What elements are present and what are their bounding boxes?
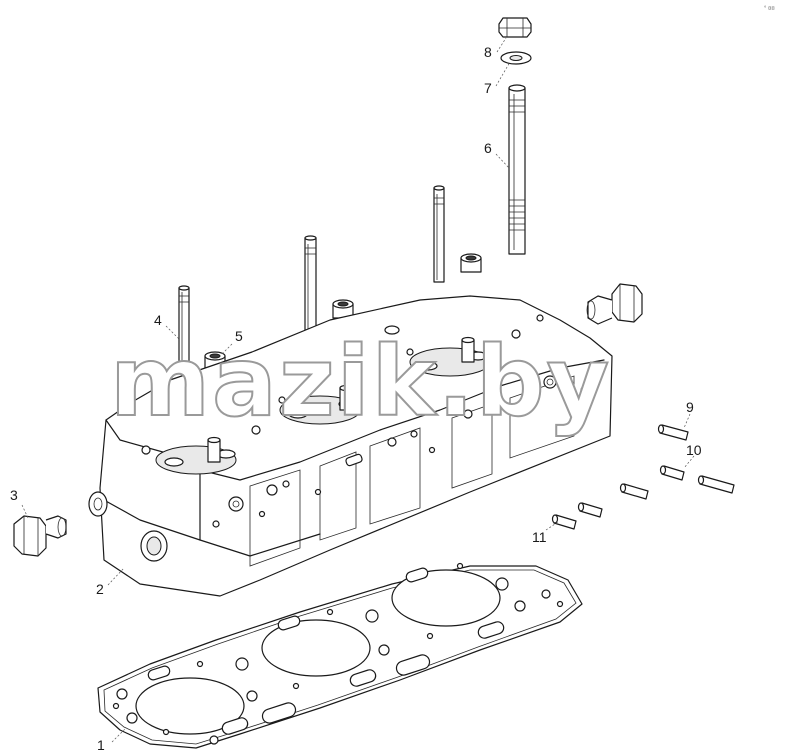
callout-4: 4 (154, 312, 162, 328)
part-4-stud[interactable] (433, 185, 445, 283)
part-8-nut[interactable] (498, 17, 532, 38)
part-11-dowel[interactable] (551, 514, 577, 530)
leader-line (495, 153, 510, 169)
callout-10: 10 (686, 442, 702, 458)
part-5-seal[interactable] (332, 299, 354, 319)
part-6-long-stud[interactable] (508, 84, 526, 255)
leader-line (165, 325, 181, 341)
part-7-washer[interactable] (500, 51, 532, 65)
callout-5: 5 (235, 328, 243, 344)
leader-line (545, 521, 559, 531)
callout-2: 2 (96, 581, 104, 597)
part-3-plug[interactable] (586, 283, 643, 325)
watermark: mazik.by (110, 326, 611, 438)
callout-9: 9 (686, 399, 694, 415)
corner-mark: ° ¤¤ (764, 6, 775, 12)
callout-8: 8 (484, 44, 492, 60)
part-2-cylinder-head[interactable] (88, 295, 613, 597)
part-4-stud[interactable] (178, 285, 190, 371)
part-5-seal[interactable] (460, 253, 482, 273)
callout-7: 7 (484, 80, 492, 96)
part-10-dowel[interactable] (659, 465, 685, 481)
part-11-dowel[interactable] (577, 502, 603, 518)
part-10-dowel[interactable] (619, 483, 649, 500)
part-3-plug[interactable] (13, 515, 67, 557)
leader-line (496, 37, 507, 53)
callout-11: 11 (532, 529, 547, 545)
callout-3: 3 (10, 487, 18, 503)
part-10-dowel[interactable] (697, 475, 735, 494)
leader-line (683, 455, 695, 469)
part-9-dowel[interactable] (657, 424, 689, 441)
callout-1: 1 (97, 737, 105, 753)
callout-6: 6 (484, 140, 492, 156)
leader-line (495, 61, 511, 87)
part-4-stud[interactable] (304, 235, 317, 333)
part-1-head-gasket[interactable] (97, 562, 583, 749)
leader-line (111, 727, 127, 743)
leader-line (683, 413, 691, 429)
